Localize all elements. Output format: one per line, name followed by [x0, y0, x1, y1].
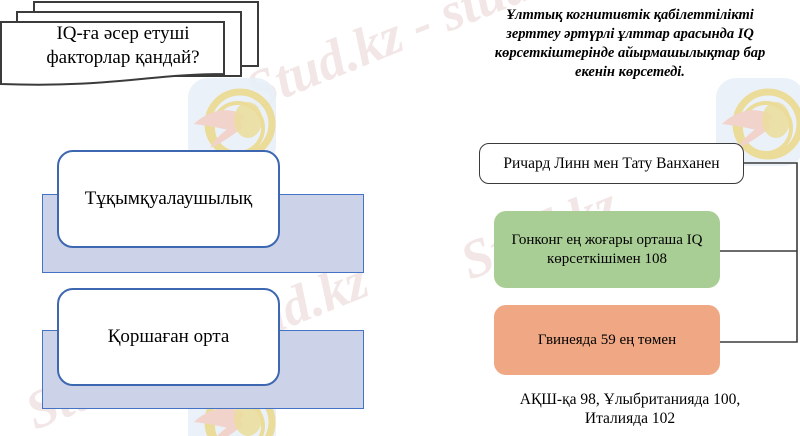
factor-label-heredity: Тұқымқуалаушылық [84, 188, 253, 209]
question-line-2: факторлар қандай? [46, 46, 200, 68]
footer-note-line-1: АҚШ-қа 98, Ұлыбританияда 100, [519, 391, 741, 408]
right-panel: Ұлттық когнитивтік қабілеттілікті зертте… [460, 0, 800, 436]
author-box-text: Ричард Линн мен Тату Ванханен [503, 154, 720, 172]
factor-label-environment: Қоршаған орта [107, 326, 230, 347]
question-card-text: IQ-ға әсер етуші факторлар қандай? [8, 22, 238, 70]
highest-iq-text: Гонконг ең жоғары орташа IQ көрсеткішіме… [511, 232, 703, 267]
lowest-iq-text: Гвинеяда 59 ең төмен [537, 331, 677, 348]
right-panel-title: Ұлттық когнитивтік қабілеттілікті зертте… [494, 7, 766, 80]
question-card-stack: IQ-ға әсер етуші факторлар қандай? [0, 0, 300, 100]
footer-note: АҚШ-қа 98, Ұлыбританияда 100, Италияда 1… [470, 390, 790, 429]
highest-iq-box[interactable]: Гонконг ең жоғары орташа IQ көрсеткішіме… [494, 211, 720, 288]
lowest-iq-box[interactable]: Гвинеяда 59 ең төмен [494, 305, 720, 375]
footer-note-line-2: Италияда 102 [584, 410, 676, 428]
author-box[interactable]: Ричард Линн мен Тату Ванханен [479, 143, 744, 184]
factor-card-environment[interactable]: Қоршаған орта [57, 288, 280, 386]
factor-card-heredity[interactable]: Тұқымқуалаушылық [57, 150, 280, 248]
question-line-1: IQ-ға әсер етуші [56, 23, 190, 44]
stacked-card-front [0, 21, 225, 86]
